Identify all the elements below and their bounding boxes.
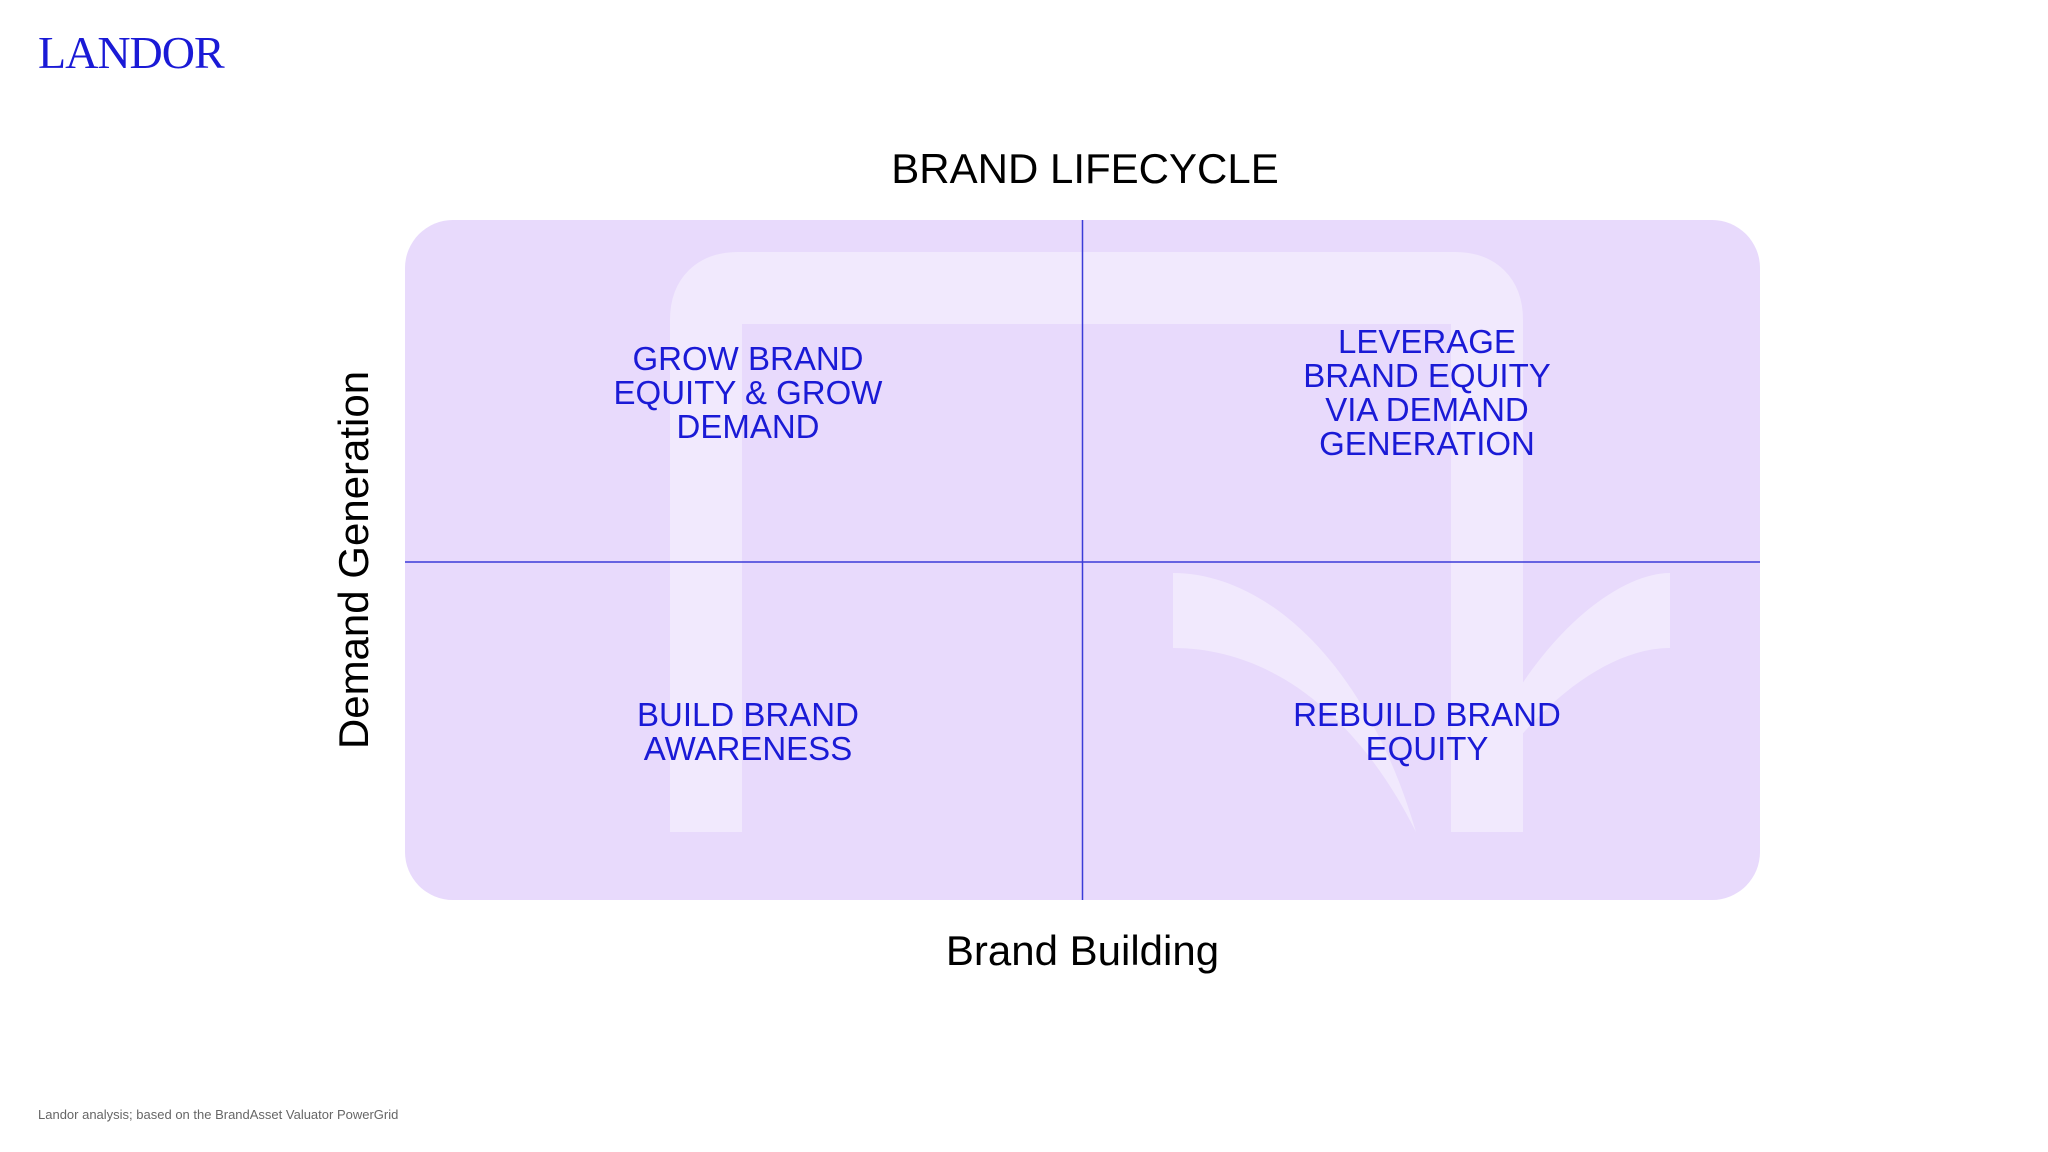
diagram-title: BRAND LIFECYCLE xyxy=(891,145,1279,192)
quadrant-label-grow: GROW BRAND EQUITY & GROW DEMAND xyxy=(613,340,883,445)
lifecycle-matrix: GROW BRAND EQUITY & GROW DEMAND LEVERAGE… xyxy=(405,220,1760,900)
x-axis-label: Brand Building xyxy=(945,927,1220,974)
quadrant-label-rebuild: REBUILD BRAND EQUITY xyxy=(1293,696,1561,767)
lifecycle-arrow-graphic xyxy=(405,220,1760,900)
quadrant-label-build: BUILD BRAND AWARENESS xyxy=(637,696,859,767)
source-footnote: Landor analysis; based on the BrandAsset… xyxy=(38,1107,399,1122)
lifecycle-path-shape xyxy=(670,252,1523,832)
y-axis-label: Demand Generation xyxy=(330,370,377,750)
lifecycle-arrowhead-shape xyxy=(1173,573,1670,832)
quadrant-label-leverage: LEVERAGE BRAND EQUITY VIA DEMAND GENERAT… xyxy=(1303,323,1551,462)
landor-logo: LANDOR xyxy=(38,27,225,78)
